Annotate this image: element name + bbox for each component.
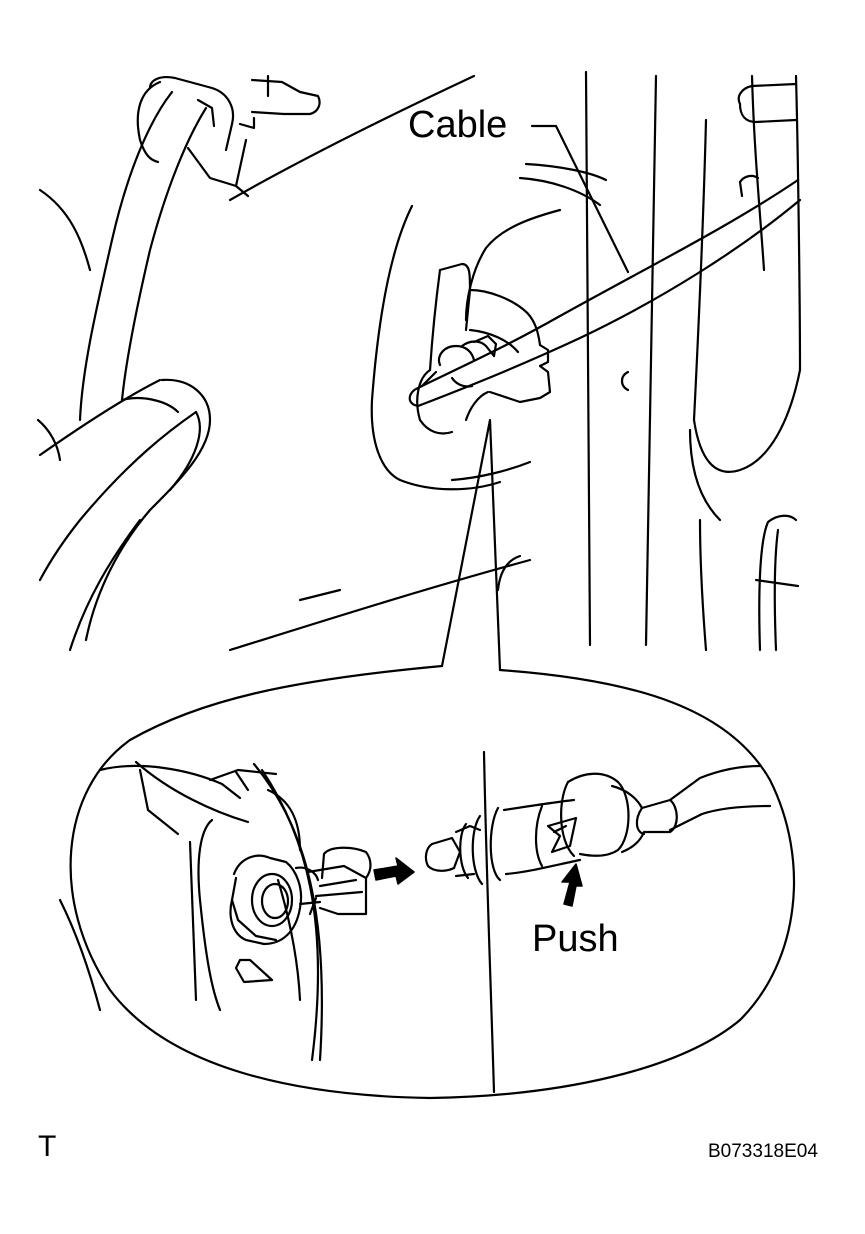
- panel-edge-bottom: [228, 558, 532, 652]
- socket-knob: [229, 846, 372, 946]
- cable-bracket: [416, 262, 552, 435]
- arrow-up-icon: [561, 863, 583, 907]
- left-hose: [36, 90, 212, 652]
- panel-edge-top: [228, 74, 476, 202]
- cable-connector-top: [420, 334, 498, 388]
- pillar: [584, 70, 802, 652]
- cable-label: Cable: [408, 104, 508, 146]
- cable: [408, 178, 802, 408]
- detail-view: [58, 750, 772, 1094]
- detail-callout: [69, 418, 796, 1100]
- figure-code: B073318E04: [708, 1141, 818, 1162]
- door-opening: [370, 176, 602, 592]
- upper-view: [36, 70, 802, 652]
- arrow-right-icon: [373, 857, 415, 885]
- top-bracket: [136, 74, 321, 198]
- push-label: Push: [532, 918, 619, 960]
- cable-end-detail: [424, 750, 772, 1094]
- cable-leader-line: [530, 124, 630, 274]
- view-code: T: [38, 1130, 57, 1163]
